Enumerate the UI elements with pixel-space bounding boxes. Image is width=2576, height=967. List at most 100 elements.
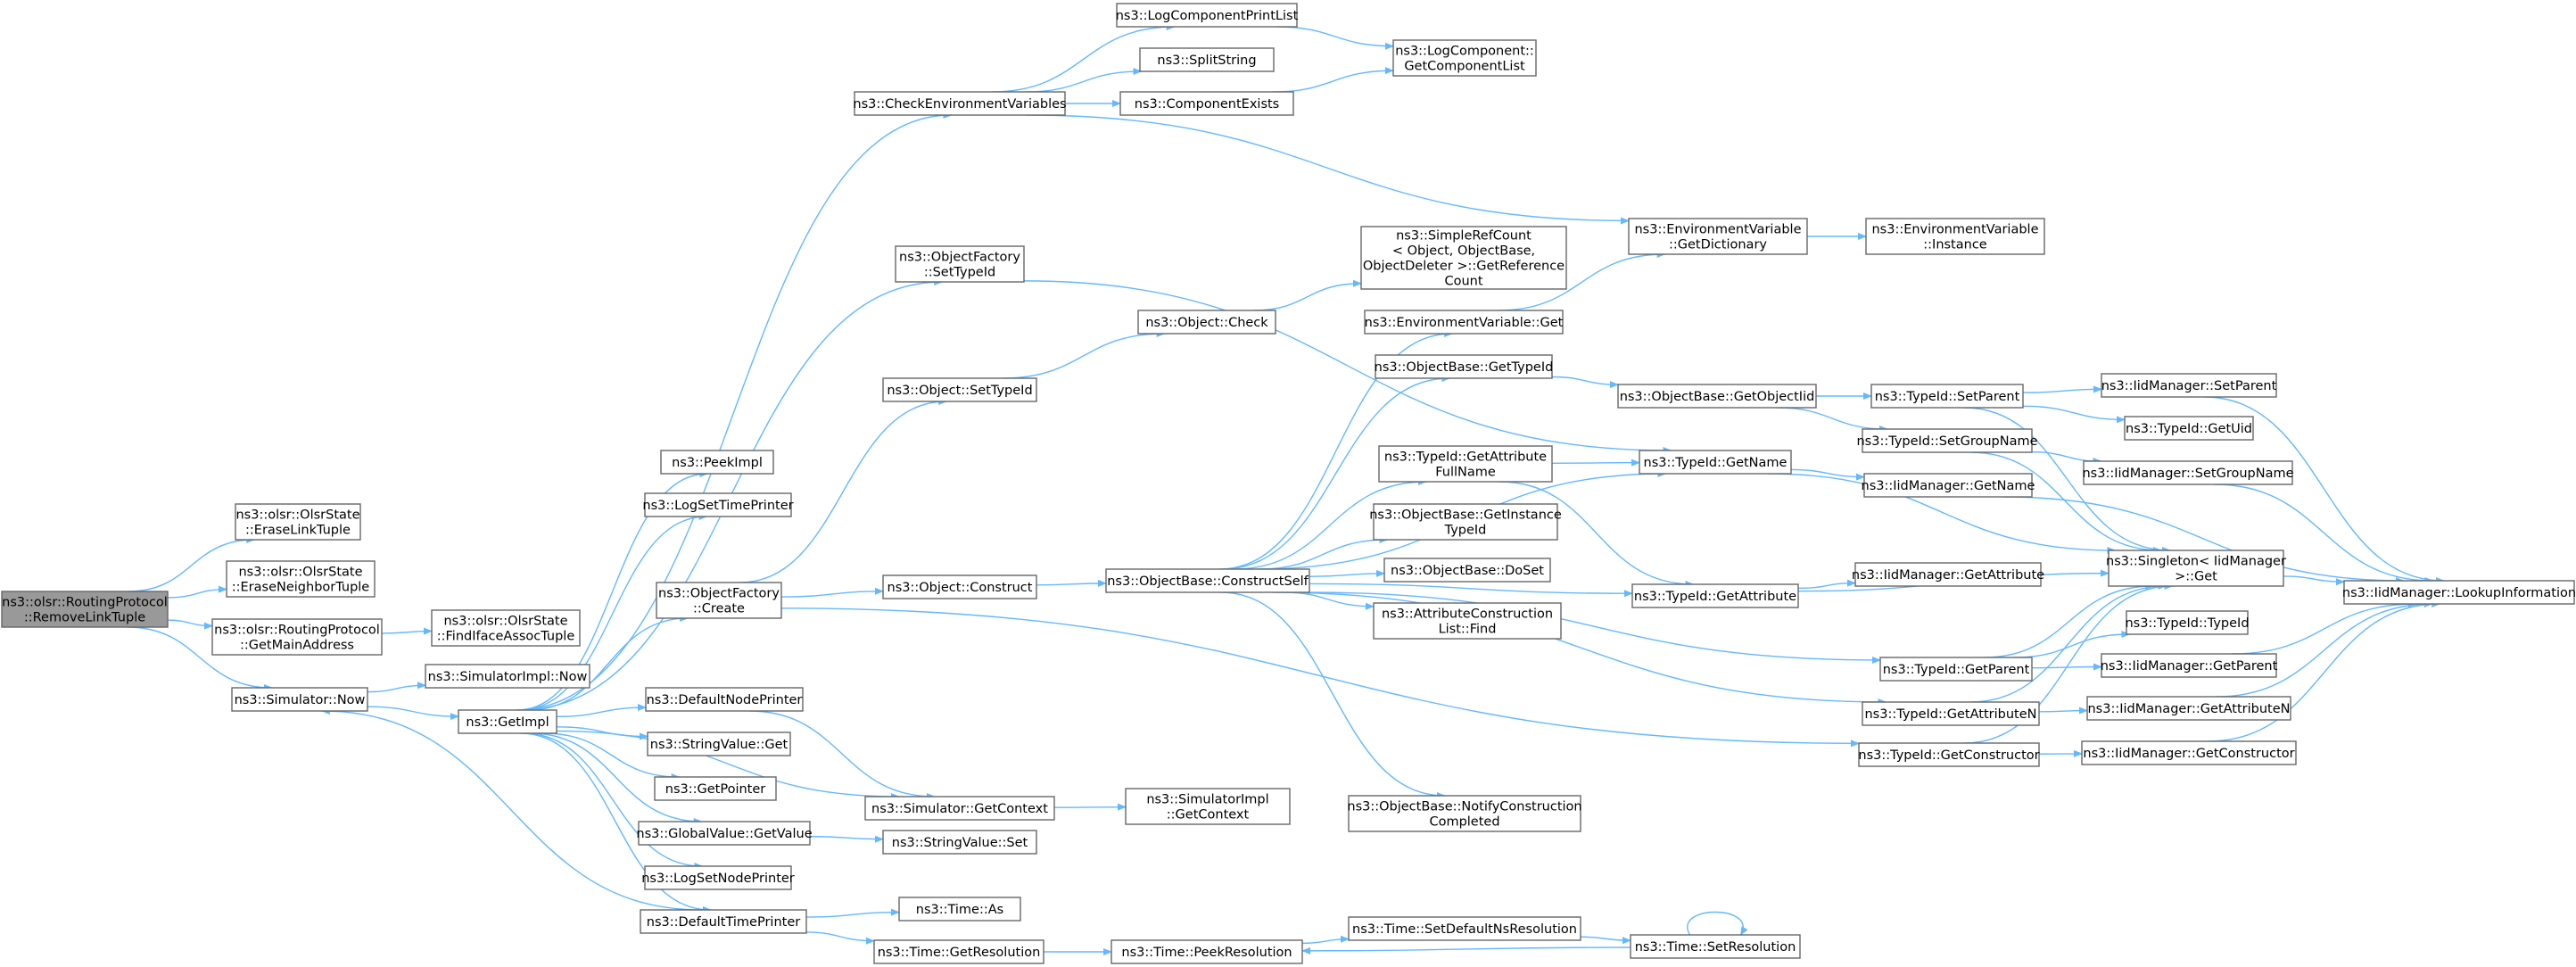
edge-iidGetAttributeN-to-iidLookup [2216,600,2433,698]
node-timePeekRes[interactable]: ns3::Time::PeekResolution [1110,939,1303,964]
edge-gvGetValue-to-strValSet [809,835,884,843]
edge-defTimePrinter-to-simNow [320,707,702,911]
node-obGetObjectIid[interactable]: ns3::ObjectBase::GetObjectIid [1617,384,1817,409]
node-box [882,377,1037,402]
node-label: ns3::Object::Construct [888,581,1033,595]
node-iidGetName[interactable]: ns3::IidManager::GetName [1862,473,2035,498]
edge-iidSetParent-to-iidLookup [2203,396,2446,584]
node-tidSetParent[interactable]: ns3::TypeId::SetParent [1870,384,2024,409]
node-findIface[interactable]: ns3::olsr::OlsrState::FindIfaceAssocTupl… [431,609,581,647]
node-ofSetTypeId[interactable]: ns3::ObjectFactory::SetTypeId [895,245,1025,283]
node-label: ns3::TypeId::SetGroupName [1856,434,2037,449]
node-label: ns3::TypeId::GetUid [2126,422,2252,436]
node-logSetTime[interactable]: ns3::LogSetTimePrinter [642,492,794,517]
node-splitString[interactable]: ns3::SplitString [1139,47,1275,72]
node-iidSetGroupName[interactable]: ns3::IidManager::SetGroupName [2082,460,2294,485]
node-tidGetAttribute[interactable]: ns3::TypeId::GetAttribute [1631,583,1799,608]
node-simGetContext[interactable]: ns3::Simulator::GetContext [864,796,1055,821]
node-simNow[interactable]: ns3::Simulator::Now [231,687,368,712]
node-obNotify[interactable]: ns3::ObjectBase::NotifyConstructionCompl… [1347,795,1582,832]
edge-getImpl-to-logSetNode [523,732,704,870]
node-box [235,503,361,541]
node-box [425,664,590,689]
node-iidGetAttribute[interactable]: ns3::IidManager::GetAttribute [1852,562,2044,587]
node-simImplNow[interactable]: ns3::SimulatorImpl::Now [425,664,590,689]
node-timeAs[interactable]: ns3::Time::As [898,897,1021,922]
node-logSetNode[interactable]: ns3::LogSetNodePrinter [641,865,795,890]
edge-tidGetName-to-singletonGet [1767,473,2117,554]
edge-getImpl-to-peekImpl [516,470,709,711]
node-getMain[interactable]: ns3::olsr::RoutingProtocol::GetMainAddre… [211,618,383,656]
node-tidGetConstructor[interactable]: ns3::TypeId::GetConstructor [1858,742,2040,767]
edge-obConstructSelf-to-attrConstrFind [1283,591,1375,610]
node-iidSetParent[interactable]: ns3::IidManager::SetParent [2101,373,2277,398]
edge-tidSetParent-to-tidGetUid [2022,405,2126,424]
node-box [638,821,811,846]
edge-logCompPrint-to-logCompGetList [1276,26,1394,50]
node-box [882,574,1037,599]
node-label: ns3::EnvironmentVariable [1634,222,1801,236]
node-label: ns3::Time::SetResolution [1635,940,1796,955]
node-tidGetAttributeN[interactable]: ns3::TypeId::GetAttributeN [1862,701,2040,726]
node-box [226,560,376,598]
node-gvGetValue[interactable]: ns3::GlobalValue::GetValue [636,821,813,846]
node-timeSetRes[interactable]: ns3::Time::SetResolution [1630,934,1801,959]
node-label: ::GetMainAddress [240,638,354,652]
node-logCompPrint[interactable]: ns3::LogComponentPrintList [1116,3,1299,28]
node-label: ns3::SimulatorImpl::Now [428,670,588,684]
node-tidGetName[interactable]: ns3::TypeId::GetName [1639,450,1792,475]
node-timeGetRes[interactable]: ns3::Time::GetResolution [873,939,1044,964]
node-tidSetGroupName[interactable]: ns3::TypeId::SetGroupName [1856,428,2038,453]
node-eraseLink[interactable]: ns3::olsr::OlsrState::EraseLinkTuple [235,503,361,541]
node-iidGetAttributeN[interactable]: ns3::IidManager::GetAttributeN [2086,696,2291,721]
node-tidTypeId[interactable]: ns3::TypeId::TypeId [2125,610,2250,635]
node-iidLookup[interactable]: ns3::IidManager::LookupInformation [2342,580,2576,605]
node-label: ns3::Simulator::GetContext [871,802,1048,816]
edge-checkEnv-to-splitString [1025,68,1143,93]
node-tidGetUid[interactable]: ns3::TypeId::GetUid [2124,416,2254,441]
node-envVarInstance[interactable]: ns3::EnvironmentVariable::Instance [1865,218,2045,255]
node-eraseNeigh[interactable]: ns3::olsr::OlsrState::EraseNeighborTuple [226,560,376,598]
node-obDoSet[interactable]: ns3::ObjectBase::DoSet [1383,558,1551,583]
node-iidGetParent[interactable]: ns3::IidManager::GetParent [2101,653,2278,678]
node-obConstructSelf[interactable]: ns3::ObjectBase::ConstructSelf [1105,568,1310,593]
node-tidGetParent[interactable]: ns3::TypeId::GetParent [1879,657,2033,682]
edge-getImpl-to-getPointer [543,732,681,781]
node-box [1119,91,1294,116]
node-envVarGetDict[interactable]: ns3::EnvironmentVariable::GetDictionary [1628,218,1808,255]
node-getPointer[interactable]: ns3::GetPointer [654,776,777,801]
node-peekImpl[interactable]: ns3::PeekImpl [660,450,774,475]
node-strValGet[interactable]: ns3::StringValue::Get [647,731,791,756]
edge-getImpl-to-gvGetValue [530,732,703,825]
node-defTimePrinter[interactable]: ns3::DefaultTimePrinter [640,909,807,934]
node-timeSetDefNs[interactable]: ns3::Time::SetDefaultNsResolution [1348,916,1581,941]
node-obGetTypeId[interactable]: ns3::ObjectBase::GetTypeId [1375,354,1554,379]
node-objConstruct[interactable]: ns3::Object::Construct [882,574,1037,599]
node-defNodePrinter[interactable]: ns3::DefaultNodePrinter [645,687,804,712]
node-simImplGetCtx[interactable]: ns3::SimulatorImpl::GetContext [1125,788,1291,825]
node-logCompGetList[interactable]: ns3::LogComponent::GetComponentList [1392,39,1537,77]
node-label: ::FindIfaceAssocTuple [437,629,575,643]
edge-obConstructSelf-to-obNotify [1220,591,1446,799]
node-label: ns3::EnvironmentVariable [1871,222,2038,236]
node-ofCreate[interactable]: ns3::ObjectFactory::Create [656,582,782,619]
node-getImpl[interactable]: ns3::GetImpl [458,709,557,734]
node-box [211,618,383,656]
node-objCheck[interactable]: ns3::Object::Check [1137,310,1276,335]
node-objSetTypeId[interactable]: ns3::Object::SetTypeId [882,377,1037,402]
node-label: ns3::LogComponent:: [1395,44,1534,58]
node-envVarGet[interactable]: ns3::EnvironmentVariable::Get [1364,310,1564,335]
node-singletonGet[interactable]: ns3::Singleton< IidManager>::Get [2106,550,2286,587]
node-label: ns3::IidManager::GetName [1862,479,2035,493]
edge-getImpl-to-checkEnv [516,112,953,711]
node-checkEnv[interactable]: ns3::CheckEnvironmentVariables [853,91,1067,116]
node-simpleRefCount[interactable]: ns3::SimpleRefCount< Object, ObjectBase,… [1360,226,1567,290]
node-strValSet[interactable]: ns3::StringValue::Set [882,830,1037,855]
edge-obConstructSelf-to-tidGetAttributeN [1272,591,1887,706]
node-root[interactable]: ns3::olsr::RoutingProtocol::RemoveLinkTu… [1,591,169,628]
node-compExists[interactable]: ns3::ComponentExists [1119,91,1294,116]
node-iidGetConstructor[interactable]: ns3::IidManager::GetConstructor [2081,740,2297,765]
